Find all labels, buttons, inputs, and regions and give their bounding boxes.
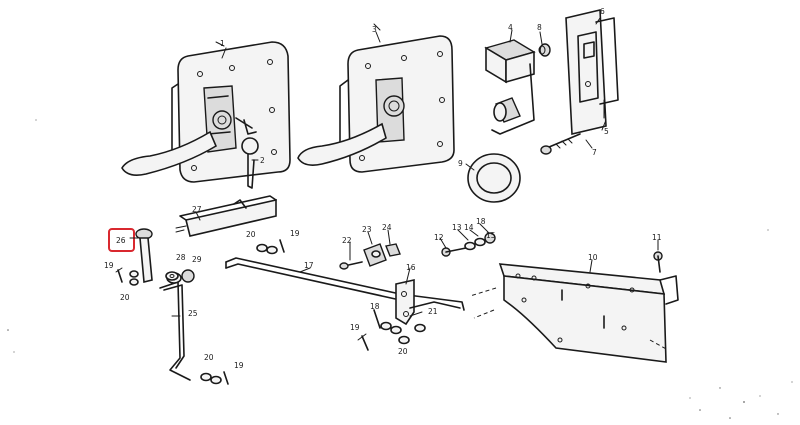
part-10-bracket — [469, 263, 679, 363]
callout-23: 23 — [362, 225, 372, 234]
highlight-box-26 — [108, 228, 135, 252]
part-25-rod — [159, 272, 191, 381]
callout-29: 29 — [192, 255, 202, 264]
part-11-screw — [653, 251, 663, 273]
callout-22: 22 — [342, 236, 352, 245]
part-7-screw — [540, 133, 581, 155]
callout-19d: 19 — [350, 323, 360, 332]
part-9-gasket-ring — [467, 153, 521, 203]
callout-20c: 20 — [246, 230, 256, 239]
callout-19a: 19 — [104, 261, 114, 270]
part-3-latch-assembly — [297, 23, 455, 173]
callout-12: 12 — [434, 233, 444, 242]
callout-18a: 18 — [370, 302, 380, 311]
part-24-nut — [385, 243, 401, 257]
callout-5: 5 — [604, 127, 609, 136]
part-23-block — [363, 243, 387, 267]
callout-24: 24 — [382, 223, 392, 232]
scan-speckles — [7, 119, 793, 419]
callout-20a: 20 — [120, 293, 130, 302]
hardware-12-15 — [441, 232, 496, 257]
callout-13: 13 — [452, 223, 462, 232]
part-4-striker-bracket — [484, 39, 536, 135]
part-1-lock-cylinder — [212, 110, 232, 130]
callout-3: 3 — [372, 25, 377, 34]
callout-16: 16 — [406, 263, 416, 272]
hardware-center — [357, 309, 426, 351]
callout-25: 25 — [188, 309, 198, 318]
callout-17: 17 — [304, 261, 314, 270]
part-22-bolt — [339, 261, 363, 270]
callout-2: 2 — [260, 156, 265, 165]
callout-9: 9 — [458, 159, 463, 168]
callout-8: 8 — [537, 23, 542, 32]
callout-6: 6 — [600, 7, 605, 16]
part-5-6-striker-plate — [565, 9, 619, 135]
callout-4: 4 — [508, 23, 513, 32]
part-3-lever-handle — [297, 122, 387, 166]
callout-15: 15 — [486, 231, 496, 240]
callout-18b: 18 — [476, 217, 486, 226]
callout-20d: 20 — [398, 347, 408, 356]
part-1-lock-handle-assembly — [121, 41, 291, 189]
part-27-bar — [175, 195, 277, 237]
callout-21: 21 — [428, 307, 438, 316]
callout-27: 27 — [192, 205, 202, 214]
callout-26: 26 — [116, 236, 126, 245]
part-26-knob — [135, 228, 153, 284]
callout-14: 14 — [464, 223, 474, 232]
callout-10: 10 — [588, 253, 598, 262]
callout-11: 11 — [652, 233, 662, 242]
part-28-29-washers — [165, 269, 195, 283]
callout-19b: 19 — [234, 361, 244, 370]
callout-1: 1 — [220, 39, 225, 48]
callout-20b: 20 — [204, 353, 214, 362]
part-8-small-bushing — [538, 43, 551, 57]
part-16-lever-plate — [395, 279, 461, 326]
part-1-lever-handle — [121, 130, 218, 176]
part-10-side-plate — [503, 275, 667, 363]
callout-7: 7 — [592, 148, 597, 157]
callout-19c: 19 — [290, 229, 300, 238]
leader-lines — [129, 17, 659, 317]
callout-labels: 1 2 3 4 8 6 5 7 9 27 26 28 29 19 20 25 2… — [104, 7, 662, 370]
part-3-push-button — [383, 95, 405, 117]
hardware-left — [115, 239, 285, 385]
callout-28: 28 — [176, 253, 186, 262]
